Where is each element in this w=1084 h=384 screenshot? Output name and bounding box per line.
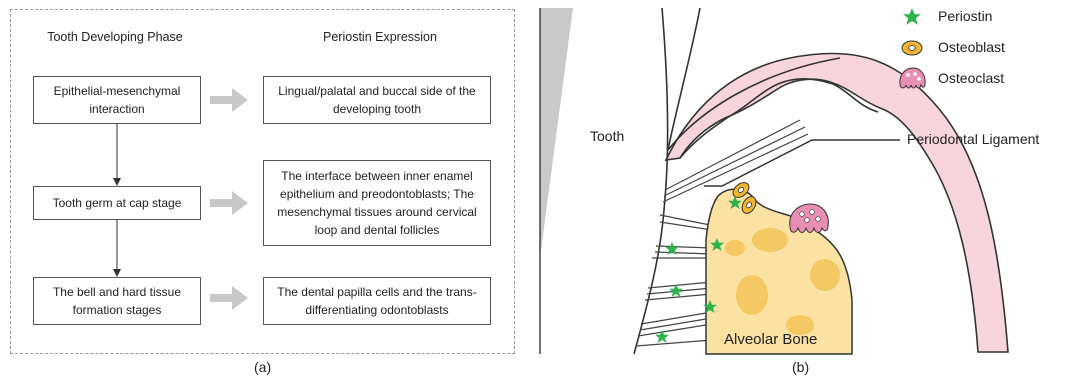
legend-label-osteoclast: Osteoclast <box>938 70 1004 86</box>
block-arrow-3 <box>210 286 248 310</box>
caption-a: (a) <box>254 359 271 375</box>
star-icon <box>655 330 669 343</box>
divider-wedge <box>540 8 573 258</box>
block-arrow-1 <box>210 88 248 112</box>
label-periodontal-ligament: Periodontal Ligament <box>907 131 1039 147</box>
label-tooth: Tooth <box>590 128 624 144</box>
block-arrow-2 <box>210 191 248 215</box>
legend-label-osteoblast: Osteoblast <box>938 39 1005 55</box>
label-alveolar-bone: Alveolar Bone <box>724 331 817 348</box>
legend-icons <box>900 8 925 88</box>
osteoclast-cell <box>790 204 829 233</box>
tooth-outline-left <box>634 8 668 354</box>
legend-label-periostin: Periostin <box>938 8 992 24</box>
osteoblast-icon <box>902 41 922 55</box>
osteoclast-icon <box>900 68 925 88</box>
star-icon <box>903 8 921 25</box>
caption-b: (b) <box>792 359 809 375</box>
block-arrows <box>210 88 248 310</box>
ligament-leader-line <box>704 140 900 186</box>
